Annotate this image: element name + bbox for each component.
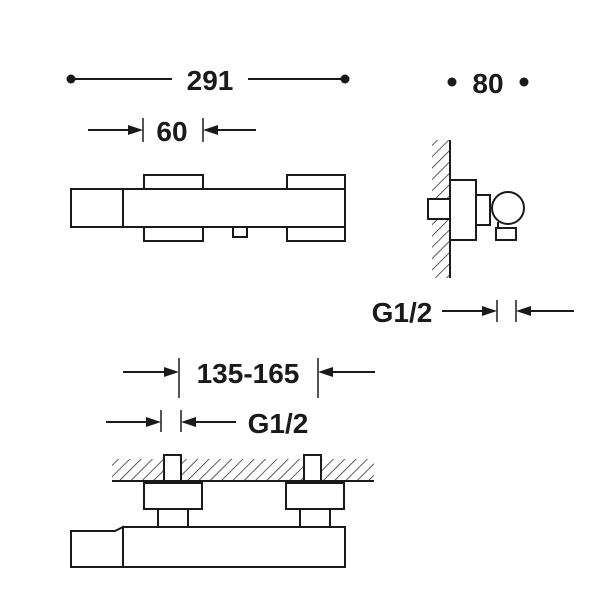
side-thread-dimension: G1/2 [372, 297, 574, 328]
bottom-thread-dimension: G1/2 [106, 408, 308, 439]
inlet-collar-top-right [286, 174, 346, 190]
wall-connector [427, 198, 451, 220]
installation-view [70, 454, 374, 568]
outlet-nut [495, 227, 517, 241]
thermostat-handle [70, 188, 124, 228]
side-handle [491, 191, 525, 225]
mixer-body [122, 188, 346, 228]
depth-dimension: 80 [447, 68, 529, 99]
depth-dot-right [519, 77, 529, 87]
arrow-head-right [203, 125, 218, 135]
side-thread-arrow-left [482, 306, 497, 316]
centres-label: 135-165 [197, 358, 300, 389]
side-neck [475, 194, 491, 226]
overall-length-dimension: 291 [66, 65, 350, 96]
wall-pipe-right [303, 454, 322, 482]
bottom-thread-arrow-right [181, 417, 196, 427]
side-thread-label: G1/2 [372, 297, 433, 328]
dim-dot-right [340, 74, 350, 84]
centres-arrow-right [318, 367, 333, 377]
side-body [449, 179, 477, 241]
depth-dot-left [447, 77, 457, 87]
eccentric-union-left [143, 482, 203, 510]
front-view [70, 174, 346, 242]
inlet-width-dimension: 60 [88, 116, 256, 147]
union-nut-right [299, 508, 331, 528]
inlet-collar-bottom-right [286, 226, 346, 242]
centres-arrow-left [164, 367, 179, 377]
bottom-thread-label: G1/2 [248, 408, 309, 439]
wall-pipe-left [163, 454, 182, 482]
bottom-thermostat-handle [70, 525, 124, 568]
arrow-head-left [128, 125, 143, 135]
overall-length-label: 291 [187, 65, 234, 96]
inlet-collar-bottom-left [143, 226, 204, 242]
eccentric-union-right [285, 482, 345, 510]
inlet-width-label: 60 [156, 116, 187, 147]
union-nut-left [157, 508, 189, 528]
side-view [427, 140, 525, 278]
outlet-nozzle [232, 226, 248, 238]
side-thread-arrow-right [516, 306, 531, 316]
wall-section-hatching [112, 459, 374, 481]
depth-label: 80 [472, 68, 503, 99]
bottom-thread-arrow-left [146, 417, 161, 427]
bottom-mixer-body [122, 526, 346, 568]
inlet-collar-top-left [143, 174, 204, 190]
centres-dimension: 135-165 [123, 358, 375, 398]
